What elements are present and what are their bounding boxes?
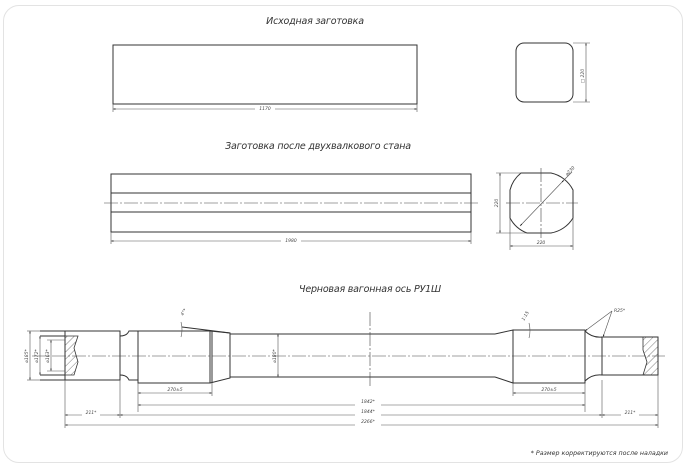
dim-rolled-height: 220 bbox=[494, 199, 500, 208]
title-after-mill: Заготовка после двухвалкового стана bbox=[225, 141, 411, 152]
dim-end-right: 211* bbox=[625, 410, 637, 416]
title-rough-axle: Черновая вагонная ось РУ1Ш bbox=[299, 284, 441, 295]
dim-middle-diameter: ⌀180* bbox=[272, 348, 278, 362]
dim-end-diameter-3: ⌀163* bbox=[45, 348, 51, 362]
dim-seat-left: 270±5 bbox=[167, 387, 182, 393]
title-initial-billet: Исходная заготовка bbox=[266, 16, 364, 27]
dim-rolled-width: 220 bbox=[537, 240, 546, 246]
footnote: * Размер корректируются после наладки bbox=[531, 450, 668, 457]
taper-left-label: 4°* bbox=[180, 307, 189, 317]
initial-billet-section: □ 220 bbox=[515, 42, 590, 103]
taper-right-label: 1:15 bbox=[521, 310, 531, 322]
dim-rolled-diagonal: ⌀230 bbox=[564, 165, 576, 177]
dim-end-left: 211* bbox=[86, 410, 98, 416]
dim-end-diameter-1: ⌀185* bbox=[24, 348, 30, 362]
dim-inner: 1842* bbox=[361, 399, 375, 405]
dim-rolled-length: 1980 bbox=[285, 238, 297, 244]
rolled-billet-section: ⌀230 220 220 bbox=[494, 165, 578, 250]
dim-initial-section: □ 220 bbox=[580, 69, 586, 83]
initial-billet-side-view: 1170 bbox=[112, 44, 418, 112]
dim-mid: 1844* bbox=[361, 409, 375, 415]
dim-seat-right: 270±5 bbox=[541, 387, 556, 393]
dim-total: 2266* bbox=[361, 419, 375, 425]
drawing-frame bbox=[3, 5, 683, 463]
dim-end-diameter-2: ⌀172* bbox=[34, 348, 40, 362]
dim-initial-length: 1170 bbox=[259, 106, 271, 112]
radius-label: R25* bbox=[614, 308, 626, 314]
rough-axle-view: ⌀185* ⌀172* ⌀163* ⌀180* 4°* 1:15 R25* 27… bbox=[24, 307, 665, 428]
rolled-billet-side-view: 1980 bbox=[104, 173, 478, 244]
